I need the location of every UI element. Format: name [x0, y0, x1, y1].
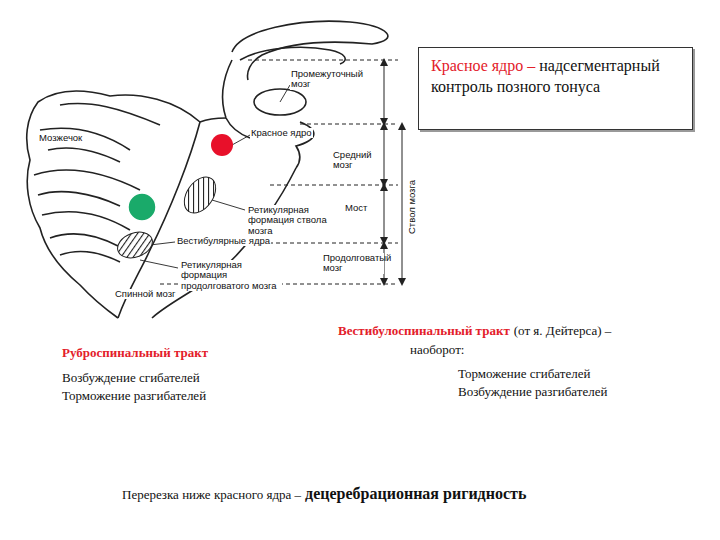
region-label: Вестибулярные ядра [176, 236, 271, 246]
region-label: Промежуточный мозг [290, 69, 372, 90]
region-label: Спинной мозг [114, 289, 177, 299]
region-label: Мозжечок [38, 133, 83, 143]
region-label: Продолговатый мозг [322, 253, 384, 274]
hatched-nucleus [178, 171, 222, 219]
region-label: Ретикулярная формация продолговатого моз… [180, 260, 282, 291]
region-label: Ретикулярная формация ствола мозга [247, 205, 341, 236]
box-heading: Красное ядро – [431, 57, 535, 74]
region-label: Средний мозг [332, 150, 380, 171]
tract-note: (от я. Дейтерса) – [514, 323, 612, 339]
hatched-nucleus [114, 228, 156, 263]
red-nucleus-dot [211, 134, 233, 156]
conclusion-term: децеребрационная ригидность [305, 484, 526, 503]
vestibular-dot [128, 193, 156, 221]
region-label: Мост [344, 203, 368, 213]
tract-name: Руброспинальный тракт [62, 345, 208, 361]
tract-name: Вестибулоспинальный тракт [338, 323, 510, 339]
tract-note: наоборот: [410, 342, 464, 358]
bracket-label: Ствол мозга [407, 179, 417, 235]
conclusion-text: Перерезка ниже красного ядра – [122, 487, 301, 503]
effect-text: Торможение разгибателей [62, 388, 206, 404]
effect-text: Торможение сгибателей [458, 366, 590, 382]
effect-text: Возбуждение сгибателей [62, 370, 200, 386]
brain-outline [27, 21, 402, 318]
effect-text: Возбуждение разгибателей [458, 384, 607, 400]
region-label: Красное ядро [250, 128, 313, 138]
info-box: Красное ядро – надсегментарный контроль … [418, 47, 693, 130]
